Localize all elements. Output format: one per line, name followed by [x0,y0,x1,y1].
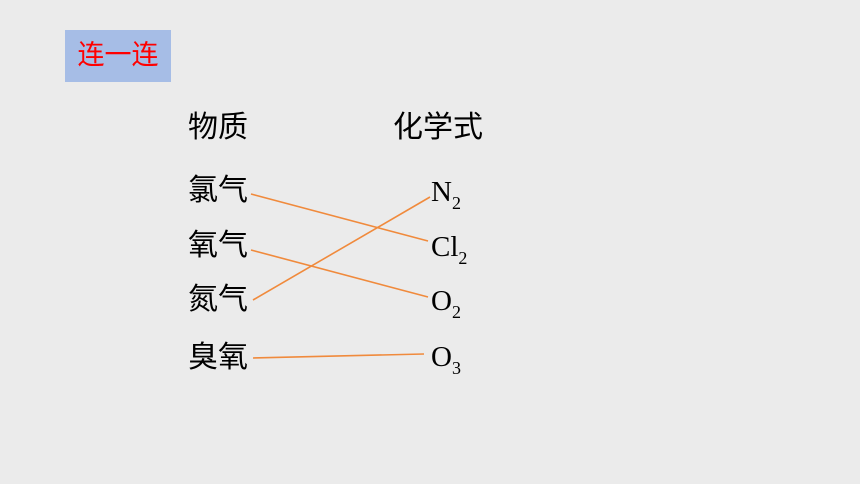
connector-oxygen-o2 [250,249,429,298]
formula-o3-base: O [431,341,452,373]
formula-cl2-base: Cl [431,231,459,263]
formula-cl2: Cl2 [431,231,467,268]
substance-ozone: 臭氧 [188,340,248,375]
substance-nitrogen: 氮气 [188,282,248,317]
formula-n2: N2 [431,176,461,213]
formula-n2-subscript: 2 [451,193,461,213]
connector-chlorine-cl2 [250,193,429,242]
formula-cl2-subscript: 2 [458,248,468,268]
formula-o2: O2 [431,285,461,322]
formula-o3: O3 [431,341,461,378]
formula-o3-subscript: 3 [451,358,461,378]
substance-chlorine: 氯气 [188,173,248,208]
formula-column-header: 化学式 [393,110,483,145]
substance-column-header: 物质 [188,110,248,145]
connector-ozone-o3 [252,353,425,359]
formula-o2-base: O [431,285,452,317]
formula-o2-subscript: 2 [451,302,461,322]
substance-oxygen: 氧气 [188,228,248,263]
formula-n2-base: N [431,176,452,208]
connector-nitrogen-n2 [252,196,431,301]
title-badge: 连一连 [65,30,171,82]
